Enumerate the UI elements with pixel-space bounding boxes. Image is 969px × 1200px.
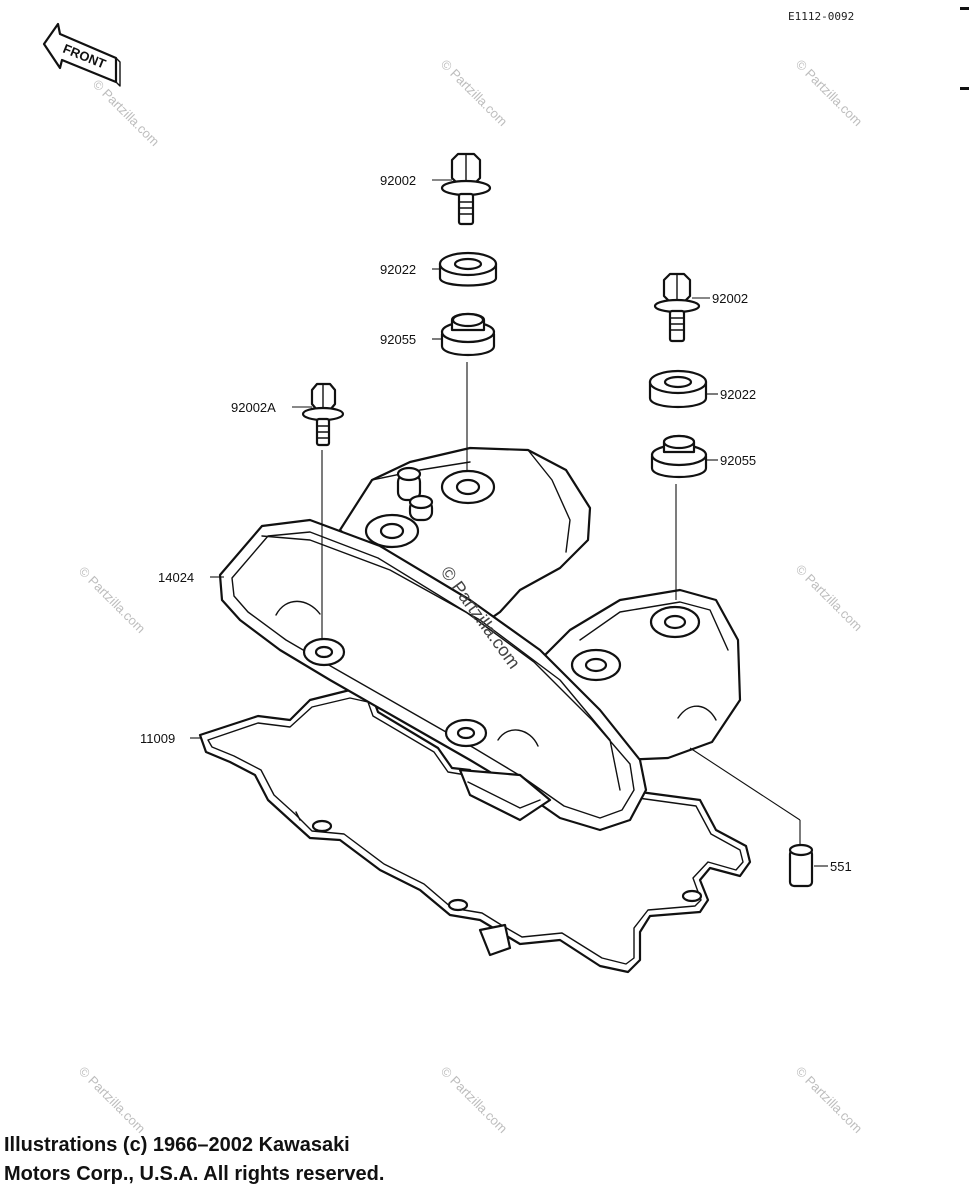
watermark: © Partzilla.com — [76, 1064, 149, 1137]
washer-92022-top — [438, 251, 498, 287]
part-label-92002A[interactable]: 92002A — [231, 400, 276, 415]
part-label-92055[interactable]: 92055 — [720, 453, 756, 468]
part-label-92002[interactable]: 92002 — [712, 291, 748, 306]
bolt-92002-top — [440, 152, 492, 226]
part-label-14024[interactable]: 14024 — [158, 570, 194, 585]
edge-mark — [960, 7, 969, 10]
grommet-92055-right — [650, 434, 708, 478]
copyright-line: Motors Corp., U.S.A. All rights reserved… — [4, 1163, 385, 1185]
watermark: © Partzilla.com — [438, 1064, 511, 1137]
edge-mark — [960, 87, 969, 90]
gasket-11009 — [198, 688, 752, 974]
watermark: © Partzilla.com — [438, 57, 511, 130]
grommet-92055-top — [440, 312, 496, 356]
part-label-92022[interactable]: 92022 — [720, 387, 756, 402]
watermark: © Partzilla.com — [793, 562, 866, 635]
part-label-92002[interactable]: 92002 — [380, 173, 416, 188]
watermark: © Partzilla.com — [793, 1064, 866, 1137]
dowel-pin-551 — [788, 843, 814, 888]
part-label-92022[interactable]: 92022 — [380, 262, 416, 277]
copyright-notice: Illustrations (c) 1966–2002 Kawasaki Mot… — [4, 1131, 384, 1189]
part-label-92055[interactable]: 92055 — [380, 332, 416, 347]
cylinder-head-cover-14024 — [218, 446, 742, 832]
watermark: © Partzilla.com — [90, 77, 163, 150]
washer-92022-right — [648, 369, 708, 408]
leader-lines — [190, 179, 828, 867]
front-arrow-icon: FRONT — [42, 22, 121, 87]
watermark: © Partzilla.com — [793, 57, 866, 130]
bolt-92002A — [301, 382, 345, 447]
copyright-line: Illustrations (c) 1966–2002 Kawasaki — [4, 1134, 350, 1156]
bolt-92002-right — [653, 272, 701, 343]
part-label-551[interactable]: 551 — [830, 859, 852, 874]
watermark: © Partzilla.com — [76, 564, 149, 637]
diagram-code: E1112-0092 — [788, 10, 854, 23]
part-label-11009[interactable]: 11009 — [140, 731, 175, 746]
